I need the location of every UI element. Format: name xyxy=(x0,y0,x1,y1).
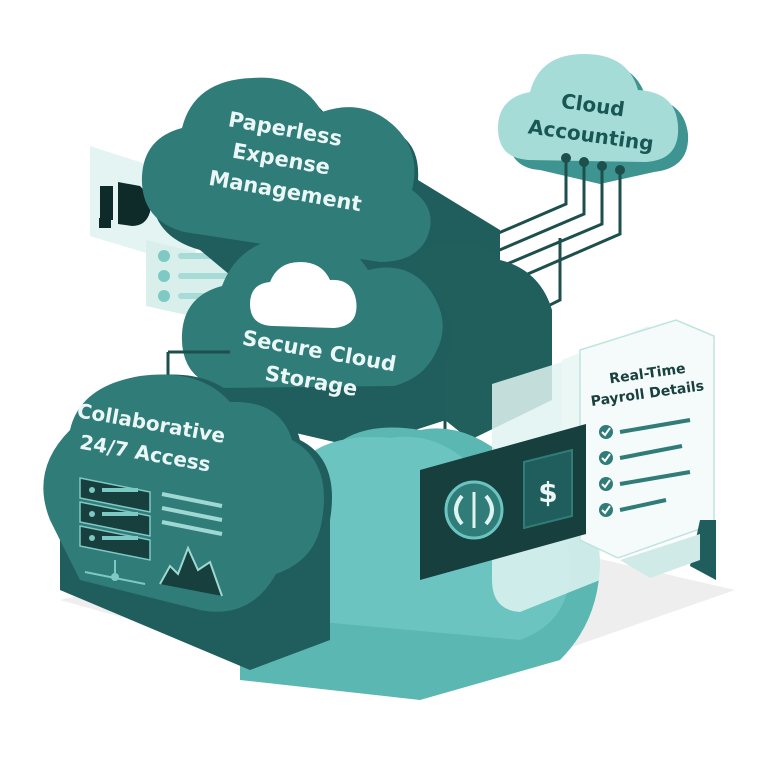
chart-icon xyxy=(159,492,223,597)
cloud-accounting-cloud: Cloud Accounting xyxy=(498,54,689,184)
checklist-icon xyxy=(599,418,691,517)
finance-symbol-icon xyxy=(444,480,504,540)
server-rack-icon xyxy=(79,477,151,585)
collaborative-cloud: Collaborative 24/7 Access xyxy=(43,374,332,670)
cloud-icon xyxy=(250,262,357,328)
finance-strip: $ xyxy=(420,424,586,580)
secure-storage-cloud: Secure Cloud Storage xyxy=(181,235,452,448)
dollar-symbol: $ xyxy=(538,476,557,509)
logo-d-icon xyxy=(99,182,151,228)
dollar-icon: $ xyxy=(523,448,573,530)
